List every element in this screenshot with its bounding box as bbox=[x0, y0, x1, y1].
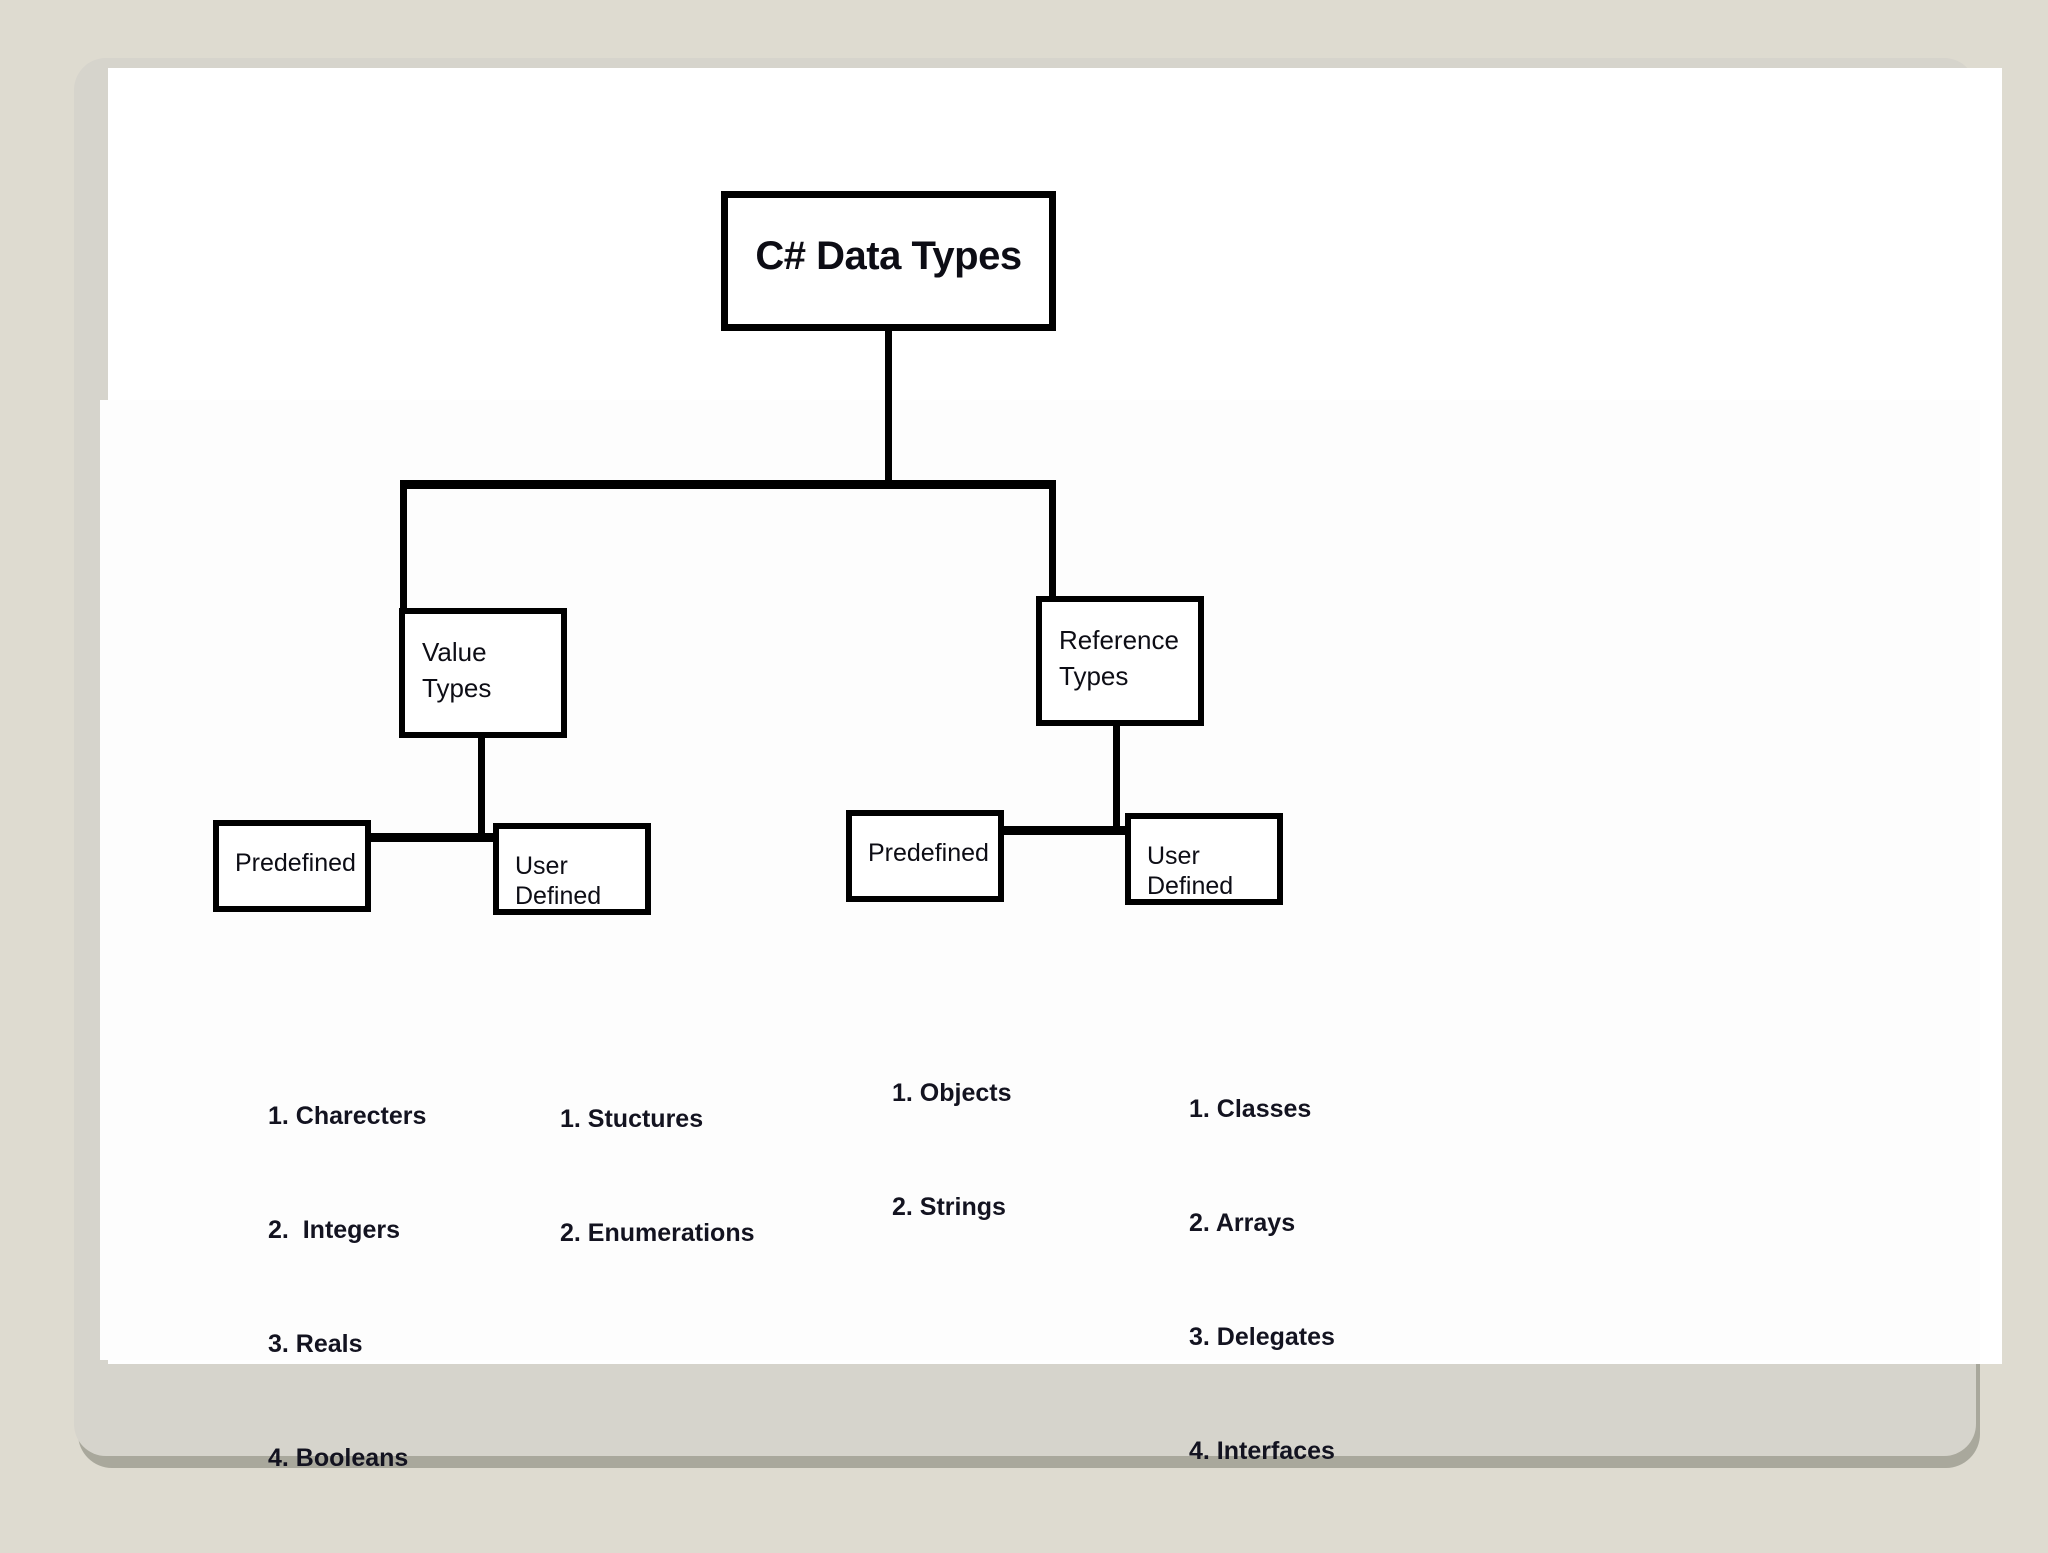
list-item: 1. Objects bbox=[892, 1079, 1012, 1107]
list-reference-user-defined: 1. Classes 2. Arrays 3. Delegates 4. Int… bbox=[1189, 1014, 1335, 1546]
list-item: 3. Delegates bbox=[1189, 1323, 1335, 1351]
connector-value-types-stem bbox=[478, 736, 485, 842]
list-item: 2. Strings bbox=[892, 1193, 1006, 1221]
list-item: 2. Enumerations bbox=[560, 1219, 755, 1247]
page-canvas-lower bbox=[100, 400, 1980, 1360]
list-reference-predefined: 1. Objects 2. Strings bbox=[892, 998, 1012, 1302]
node-value-types[interactable]: Value Types bbox=[399, 608, 567, 738]
list-item: 2. Arrays bbox=[1189, 1209, 1296, 1237]
list-item: 4. Interfaces bbox=[1189, 1437, 1335, 1465]
node-reference-user-defined[interactable]: User Defined bbox=[1125, 813, 1283, 905]
connector-root-stem bbox=[885, 330, 892, 485]
node-reference-types-label: Reference Types bbox=[1059, 625, 1179, 691]
list-item: 4. Booleans bbox=[268, 1444, 409, 1472]
connector-reference-types-stem bbox=[1113, 724, 1120, 834]
node-value-types-label: Value Types bbox=[422, 637, 492, 703]
node-value-predefined[interactable]: Predefined bbox=[213, 820, 371, 912]
node-reference-predefined-label: Predefined bbox=[868, 839, 989, 867]
list-item: 3. Reals bbox=[268, 1330, 363, 1358]
node-reference-types[interactable]: Reference Types bbox=[1036, 596, 1204, 726]
connector-value-types-bar bbox=[291, 833, 559, 842]
node-value-user-defined[interactable]: User Defined bbox=[493, 823, 651, 915]
list-value-predefined: 1. Charecters 2. Integers 3. Reals 4. Bo… bbox=[268, 1021, 426, 1553]
node-reference-predefined[interactable]: Predefined bbox=[846, 810, 1004, 902]
list-item: 1. Charecters bbox=[268, 1102, 427, 1130]
node-reference-user-defined-label: User Defined bbox=[1147, 842, 1234, 900]
node-value-predefined-label: Predefined bbox=[235, 849, 356, 877]
node-root-csharp-data-types[interactable]: C# Data Types bbox=[721, 191, 1056, 331]
list-value-user-defined: 1. Stuctures 2. Enumerations bbox=[560, 1024, 755, 1328]
list-item: 1. Stuctures bbox=[560, 1105, 704, 1133]
list-item: 2. Integers bbox=[268, 1216, 400, 1244]
list-item: 1. Classes bbox=[1189, 1095, 1312, 1123]
connector-drop-value-types bbox=[400, 480, 407, 612]
connector-drop-reference-types bbox=[1049, 480, 1056, 600]
data-types-diagram: C# Data Types Value Types Reference Type… bbox=[108, 68, 2002, 1472]
node-root-label: C# Data Types bbox=[755, 234, 1022, 278]
connector-level2-bar bbox=[400, 480, 1056, 489]
connector-reference-types-bar bbox=[925, 826, 1193, 835]
node-value-user-defined-label: User Defined bbox=[515, 852, 602, 910]
